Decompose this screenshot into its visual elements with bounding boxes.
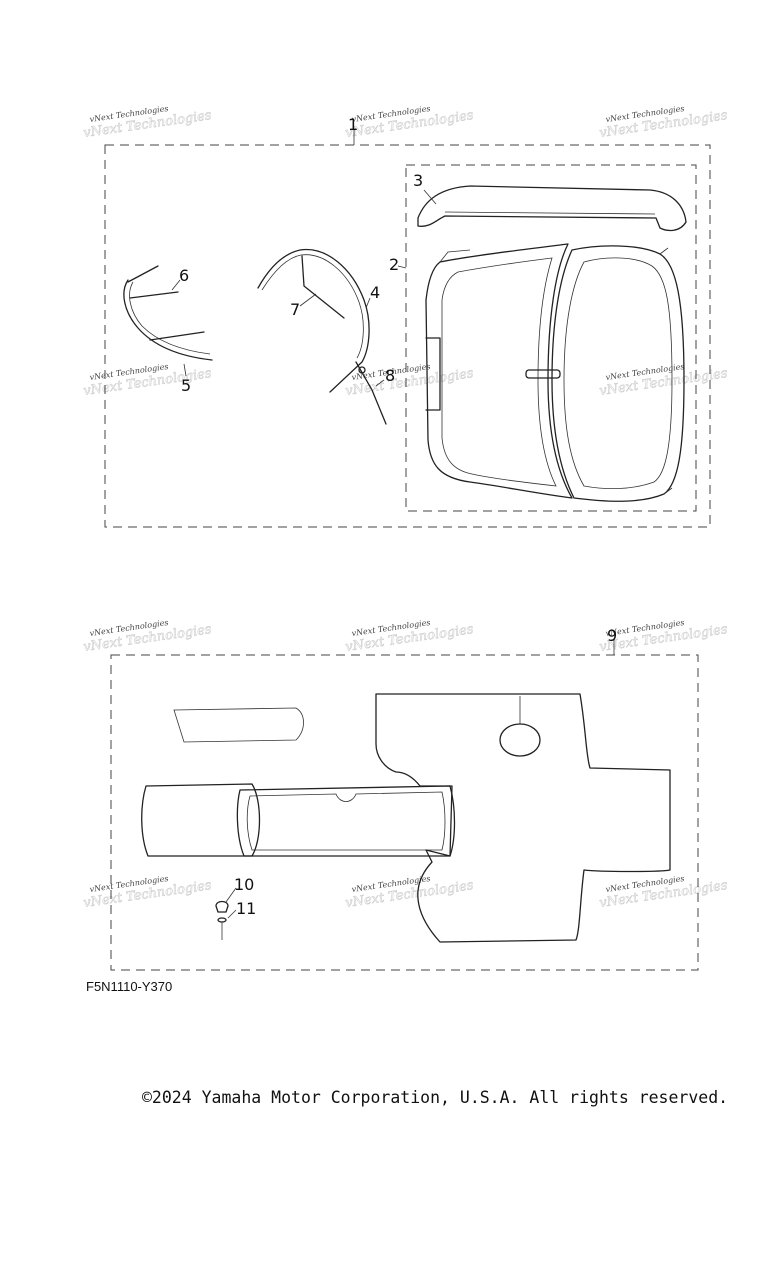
part-2-side-flap [425,337,441,411]
mat-hatch-cutout [499,723,541,757]
part-2-cover-right-inner [563,257,673,490]
watermark: vNext Technologies vNext Technologies [344,874,475,911]
decal-panel [173,707,304,743]
part-8-support-tube[interactable] [355,361,387,425]
part-5-rear-bow[interactable] [123,279,213,361]
mat-section-middle-inner [246,791,446,851]
leader-3 [423,189,437,205]
leader-8 [375,379,385,387]
assembly-2-boundary [405,164,697,512]
callout-9: 9 [607,626,617,645]
watermark: vNext Technologies vNext Technologies [598,874,729,911]
part-10-snap-cap[interactable] [215,900,229,913]
callout-4: 4 [370,283,380,302]
callout-6: 6 [179,266,189,285]
leader-5 [183,363,187,377]
part-11-snap-washer[interactable] [217,917,227,923]
part-4-front-bow-inner [261,254,364,359]
leader-10 [225,887,237,903]
callout-2: 2 [389,255,399,274]
watermark: vNext Technologies vNext Technologies [344,618,475,655]
watermark: vNext Technologies vNext Technologies [82,362,213,399]
watermark: vNext Technologies vNext Technologies [598,104,729,141]
mat-section-large[interactable] [375,693,671,943]
part-2-cover-left-inner [441,257,557,487]
part-2-fabric-edge [439,247,673,495]
part-2-cover-left-panel[interactable] [425,243,573,499]
part-3-top-panel[interactable] [417,185,687,232]
watermark: vNext Technologies vNext Technologies [344,104,475,141]
callout-3: 3 [413,171,423,190]
leader-7 [299,293,317,307]
part-3-inner-edge [444,211,656,215]
mat-section-middle[interactable] [236,785,456,857]
assembly-1-boundary [104,144,711,528]
leader-11 [227,909,237,919]
part-6-cross-tube-lower [149,331,205,341]
watermark: vNext Technologies vNext Technologies [344,362,475,399]
part-7-brace-tube[interactable] [301,255,345,319]
part-4-front-bow[interactable] [257,248,370,393]
mat-section-left[interactable] [141,783,261,857]
callout-8: 8 [385,366,395,385]
callout-7: 7 [290,300,300,319]
callout-5: 5 [181,376,191,395]
leader-6 [171,279,181,291]
diagram-code: F5N1110-Y370 [86,979,173,994]
watermark: vNext Technologies vNext Technologies [82,874,213,911]
callout-11: 11 [236,899,256,918]
leader-2 [397,265,407,269]
watermark-group: vNext Technologies vNext Technologies vN… [82,104,729,911]
part-5-rear-bow-inner [129,281,211,355]
watermark: vNext Technologies vNext Technologies [82,618,213,655]
callout-1: 1 [348,115,358,134]
leader-4 [365,297,371,309]
part-2-center-strap [525,369,561,379]
callout-10: 10 [234,875,254,894]
assembly-9-boundary [110,654,699,971]
part-6-cross-tube-upper[interactable] [127,265,179,299]
watermark: vNext Technologies vNext Technologies [598,362,729,399]
copyright-notice: ©2024 Yamaha Motor Corporation, U.S.A. A… [142,1088,729,1107]
part-8-fitting [358,366,366,374]
watermark: vNext Technologies vNext Technologies [82,104,213,141]
